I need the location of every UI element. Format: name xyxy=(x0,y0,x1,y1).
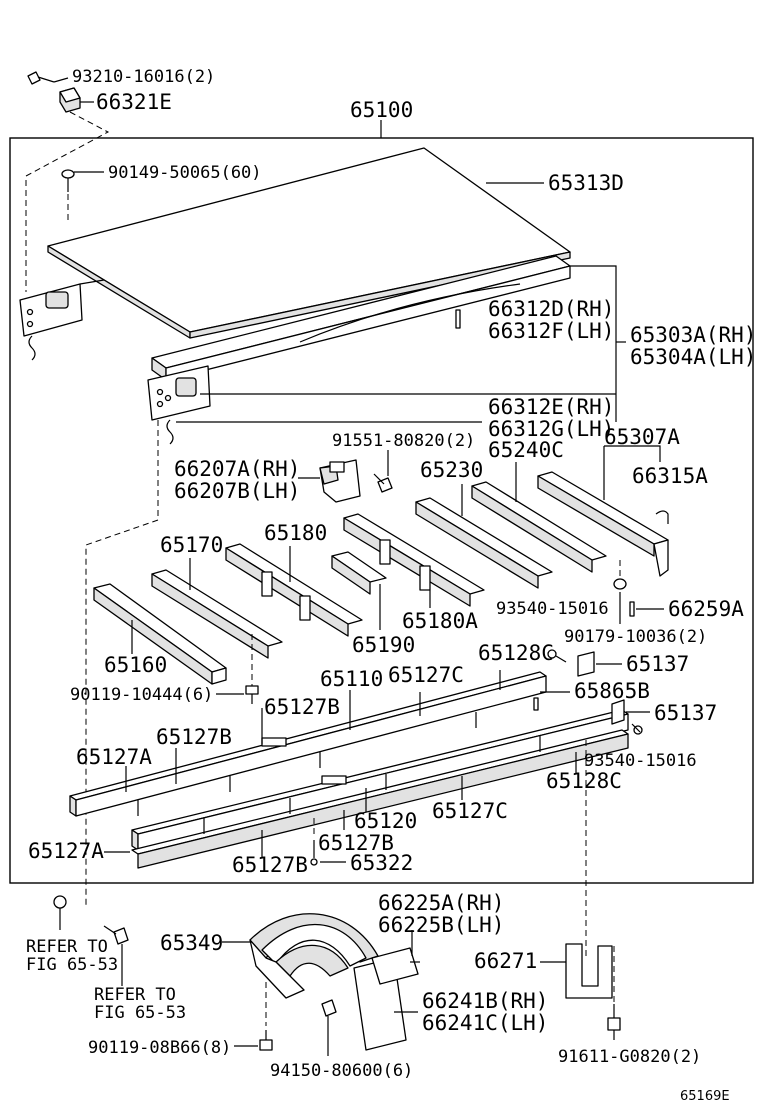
crossmember-65240C-icon xyxy=(471,481,607,573)
label-65137a: 65137 xyxy=(626,652,689,676)
label-refer2b: FIG 65-53 xyxy=(94,1003,186,1023)
screw-65322-icon xyxy=(310,840,318,866)
nut-90179-icon xyxy=(613,578,627,590)
label-65160: 65160 xyxy=(104,653,167,677)
bolt-93210-icon xyxy=(27,71,69,85)
label-65137b: 65137 xyxy=(654,701,717,725)
label-refer2a: REFER TO xyxy=(94,985,176,1005)
label-94150: 94150-80600(6) xyxy=(270,1061,413,1081)
deck-panel-icon xyxy=(47,147,571,339)
label-90149: 90149-50065(60) xyxy=(108,163,262,183)
label-refer1b: FIG 65-53 xyxy=(26,955,118,975)
label-66241B: 66241B(RH) xyxy=(422,989,548,1013)
bolt-90119b-icon xyxy=(259,1030,273,1051)
label-65313D: 65313D xyxy=(548,171,624,195)
label-66271: 66271 xyxy=(474,949,537,973)
label-66312G: 66312G(LH) xyxy=(488,417,614,441)
label-66259A: 66259A xyxy=(668,597,744,621)
grommet-66259A-icon xyxy=(629,601,635,617)
clamp-66321E-icon xyxy=(59,87,81,113)
label-91611: 91611-G0820(2) xyxy=(558,1047,701,1067)
label-90119a: 90119-10444(6) xyxy=(70,685,213,705)
bolt-93540-icon xyxy=(547,649,567,663)
crossmember-65180-icon xyxy=(225,543,363,637)
label-65865B: 65865B xyxy=(574,679,650,703)
label-66321E: 66321E xyxy=(96,90,172,114)
label-65127Bb: 65127B xyxy=(156,725,232,749)
bolt-91611-icon xyxy=(607,1004,621,1031)
pin-rear-icon xyxy=(28,335,36,361)
label-65127Ba: 65127B xyxy=(264,695,340,719)
label-91551: 91551-80820(2) xyxy=(332,431,475,451)
diagram-id: 65169E xyxy=(680,1089,730,1104)
label-65127Bd: 65127B xyxy=(232,853,308,877)
crossmember-65307A-icon xyxy=(537,471,669,577)
label-65128Cb: 65128C xyxy=(546,769,622,793)
label-90119b: 90119-08B66(8) xyxy=(88,1038,231,1058)
label-65120: 65120 xyxy=(354,809,417,833)
label-66207A: 66207A(RH) xyxy=(174,457,300,481)
crossmember-65170-icon xyxy=(151,569,283,659)
label-refer1a: REFER TO xyxy=(26,937,108,957)
label-65307A: 65307A xyxy=(604,425,680,449)
bolt-right-icon xyxy=(103,925,129,945)
label-93540b: 93540-15016 xyxy=(584,751,697,771)
wear-strips-icon xyxy=(137,712,541,834)
label-65180: 65180 xyxy=(264,521,327,545)
crossmember-65190-icon xyxy=(331,551,387,595)
label-65128Ca: 65128C xyxy=(478,641,554,665)
label-65180A: 65180A xyxy=(402,609,478,633)
crossmember-65230-icon xyxy=(415,497,553,589)
sill-65120-icon xyxy=(131,709,629,869)
label-65127Bc: 65127B xyxy=(318,831,394,855)
bracket-65137b-icon xyxy=(611,699,643,735)
bolt-91551-icon xyxy=(373,473,393,493)
bracket-66271-icon xyxy=(565,943,613,999)
label-66225A: 66225A(RH) xyxy=(378,891,504,915)
screw-90149-icon xyxy=(61,169,75,192)
bolt-left-icon xyxy=(53,895,67,930)
label-65349: 65349 xyxy=(160,931,223,955)
bracket-66207-icon xyxy=(319,459,361,503)
label-66315A: 66315A xyxy=(632,464,708,488)
label-65303A: 65303A(RH) xyxy=(630,323,756,347)
label-93540a: 93540-15016 xyxy=(496,599,609,619)
label-66312F: 66312F(LH) xyxy=(488,319,614,343)
label-65322: 65322 xyxy=(350,851,413,875)
pin-66312E-icon xyxy=(166,419,174,445)
label-65240C: 65240C xyxy=(488,438,564,462)
label-65127Ab: 65127A xyxy=(28,839,104,863)
label-65127Ca: 65127C xyxy=(388,663,464,687)
label-65127Aa: 65127A xyxy=(76,745,152,769)
label-65127Cb: 65127C xyxy=(432,799,508,823)
label-65230: 65230 xyxy=(420,458,483,482)
label-65190: 65190 xyxy=(352,633,415,657)
label-65100: 65100 xyxy=(350,98,413,122)
label-90179: 90179-10036(2) xyxy=(564,627,707,647)
bracket-65137-icon xyxy=(577,651,595,677)
label-66312E: 66312E(RH) xyxy=(488,395,614,419)
label-93210: 93210-16016(2) xyxy=(72,67,215,87)
label-66207B: 66207B(LH) xyxy=(174,479,300,503)
rivet-65865B-icon xyxy=(533,697,539,711)
label-66225B: 66225B(LH) xyxy=(378,913,504,937)
pin-66312D-icon xyxy=(455,309,461,329)
nut-94150-icon xyxy=(321,999,337,1017)
pin-66315A-icon xyxy=(655,510,669,524)
bolt-90119-icon xyxy=(245,685,259,704)
crossmember-65160-icon xyxy=(93,583,227,685)
fender-65349-icon xyxy=(249,913,379,999)
label-66312D: 66312D(RH) xyxy=(488,297,614,321)
mudflap-66241-icon xyxy=(353,947,419,1051)
label-65110: 65110 xyxy=(320,667,383,691)
label-66241C: 66241C(LH) xyxy=(422,1011,548,1035)
label-65170: 65170 xyxy=(160,533,223,557)
label-65304A: 65304A(LH) xyxy=(630,345,756,369)
side-rail-icon xyxy=(19,255,571,421)
crossmember-65180A-icon xyxy=(343,513,485,607)
